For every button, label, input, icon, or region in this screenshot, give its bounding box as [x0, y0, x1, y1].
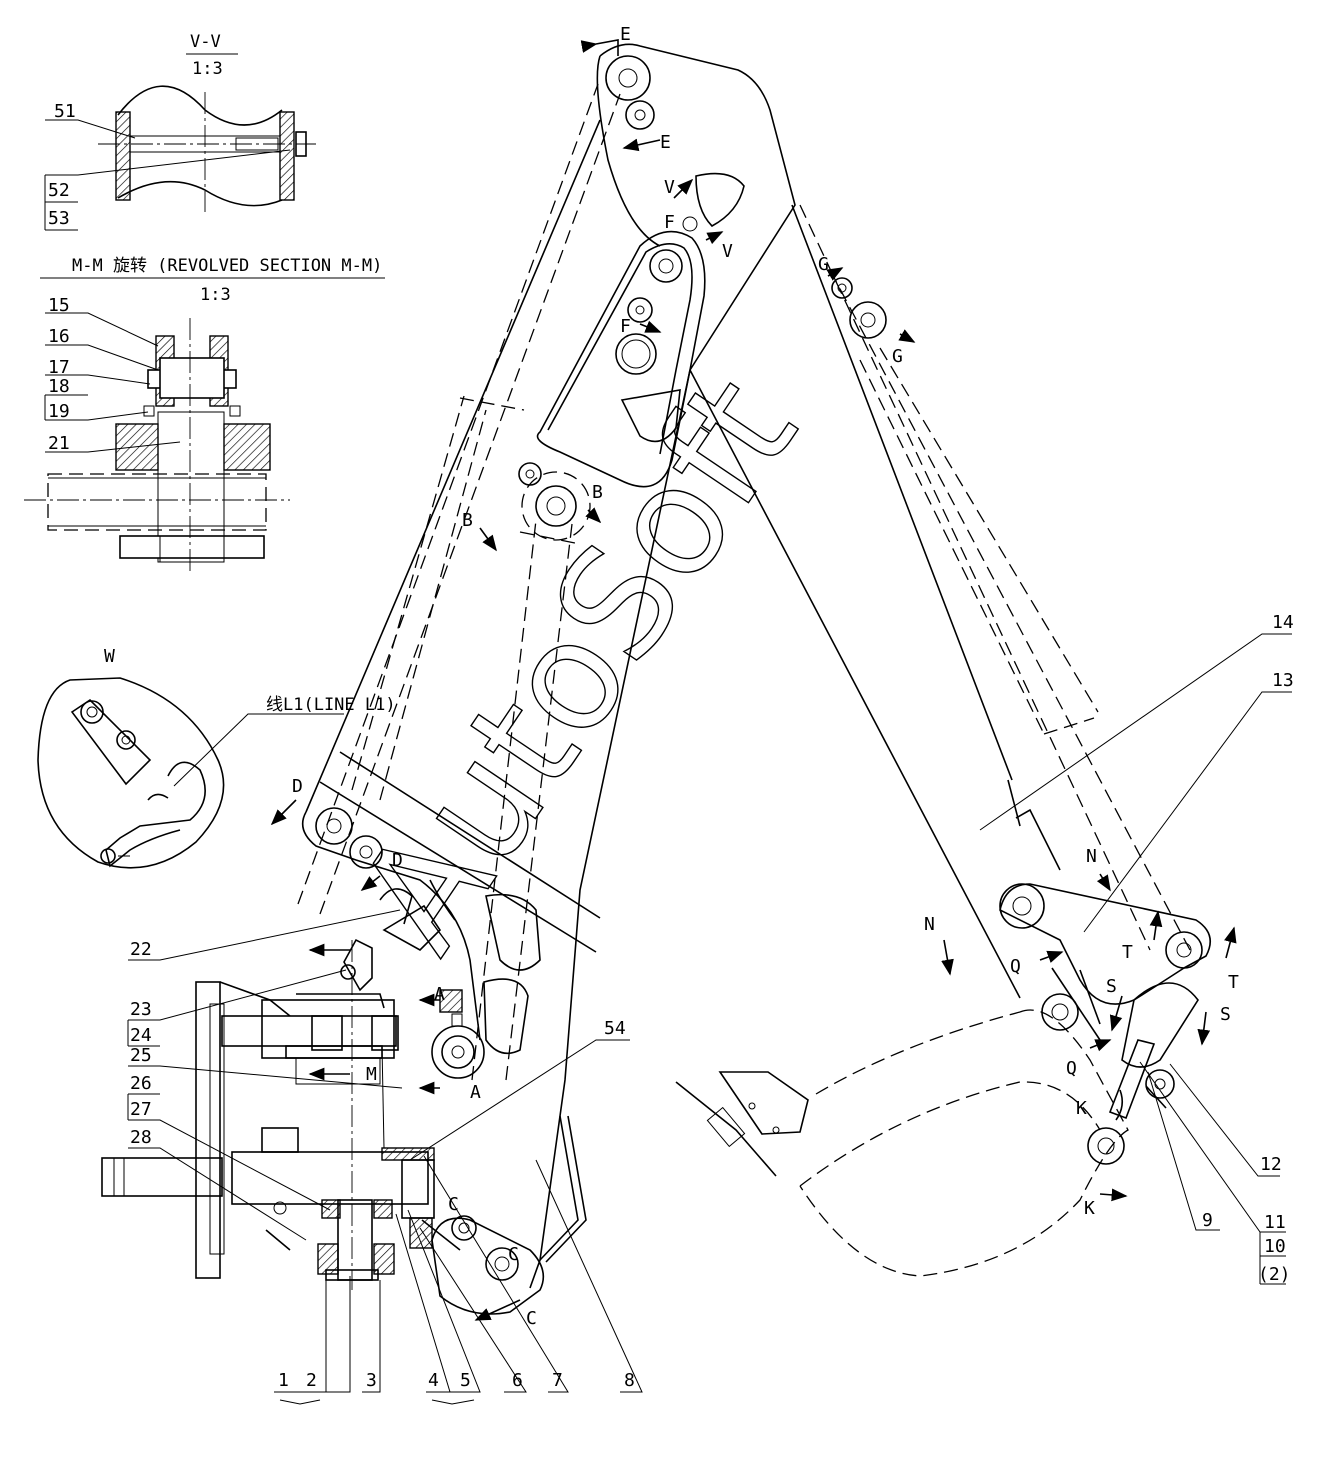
section-vv-title: V-V: [190, 32, 221, 52]
mark-b-right: B: [592, 482, 603, 503]
watermark: AutoSoft: [325, 348, 831, 981]
mark-s-left: S: [1106, 976, 1117, 997]
mark-e-top: E: [620, 24, 631, 45]
section-vv: V-V 1:3 51 52 53: [44, 32, 316, 231]
hydraulic-cylinders: [297, 83, 1191, 1081]
callout-17: 17: [48, 357, 70, 378]
section-mm-scale: 1:3: [200, 285, 231, 305]
callout-6: 6: [512, 1370, 523, 1391]
section-vv-scale: 1:3: [192, 59, 223, 79]
callout-14: 14: [1272, 612, 1294, 633]
mark-a-top: A: [434, 984, 445, 1005]
callout-12: 12: [1260, 1154, 1282, 1175]
mark-f-top: F: [664, 212, 675, 233]
callout-52: 52: [48, 180, 70, 201]
mark-t-right: T: [1228, 972, 1239, 993]
mark-q-top: Q: [1010, 956, 1021, 977]
callout-1: 1: [278, 1370, 289, 1391]
mark-k-top: K: [1076, 1098, 1087, 1119]
callout-4: 4: [428, 1370, 439, 1391]
mark-c-mid: C: [508, 1244, 519, 1265]
callout-3: 3: [366, 1370, 377, 1391]
watermark-text: AutoSoft: [326, 349, 831, 980]
mark-f-bottom: F: [620, 316, 631, 337]
mark-e-bottom: E: [660, 132, 671, 153]
mark-b-left: B: [462, 510, 473, 531]
callout-16: 16: [48, 326, 70, 347]
callout-15: 15: [48, 295, 70, 316]
callout-18: 18: [48, 376, 70, 397]
mark-d-bottom: D: [392, 850, 403, 871]
callout-2-paren: (2): [1258, 1264, 1291, 1285]
detail-w-title: W: [104, 646, 115, 667]
section-mm-title: M-M 旋转 (REVOLVED SECTION M-M): [72, 256, 382, 276]
detail-w: W 线L1(LINE L1): [37, 646, 396, 869]
callout-13: 13: [1272, 670, 1294, 691]
callout-27: 27: [130, 1099, 152, 1120]
swing-bracket: [101, 888, 587, 1290]
mark-a-bottom: A: [470, 1082, 481, 1103]
mark-c-bottom: C: [526, 1308, 537, 1329]
callout-7: 7: [552, 1370, 563, 1391]
mark-g-top: G: [818, 254, 829, 275]
bucket: [675, 1009, 1129, 1277]
mark-n-left: N: [924, 914, 935, 935]
callout-23: 23: [130, 999, 152, 1020]
bucket-arm: [689, 204, 1212, 1165]
mark-n-top: N: [1086, 846, 1097, 867]
callout-26: 26: [130, 1073, 152, 1094]
callout-9: 9: [1202, 1210, 1213, 1231]
mark-v-bottom: V: [722, 241, 733, 262]
callout-22: 22: [130, 939, 152, 960]
mark-d-top: D: [292, 776, 303, 797]
callout-28: 28: [130, 1127, 152, 1148]
callout-53: 53: [48, 208, 70, 229]
callout-51: 51: [54, 101, 76, 122]
callout-2: 2: [306, 1370, 317, 1391]
mark-k-bottom: K: [1084, 1198, 1095, 1219]
mark-s-right: S: [1220, 1004, 1231, 1025]
callouts: 22 23 24 25 26 27 28 54 14 13 12 9 11 10…: [127, 612, 1294, 1405]
mark-t-left: T: [1122, 942, 1133, 963]
mark-g-bottom: G: [892, 346, 903, 367]
section-mm: M-M 旋转 (REVOLVED SECTION M-M) 1:3 15 16 …: [24, 256, 385, 574]
callout-21: 21: [48, 433, 70, 454]
callout-11: 11: [1264, 1212, 1286, 1233]
mark-m: M: [366, 1064, 377, 1085]
line-l1-label: 线L1(LINE L1): [266, 695, 396, 715]
callout-8: 8: [624, 1370, 635, 1391]
callout-5: 5: [460, 1370, 471, 1391]
callout-10: 10: [1264, 1236, 1286, 1257]
callout-25: 25: [130, 1045, 152, 1066]
link-plate: [536, 216, 706, 488]
callout-54: 54: [604, 1018, 626, 1039]
mark-q-bottom: Q: [1066, 1058, 1077, 1079]
mark-v-top: V: [664, 177, 675, 198]
callout-24: 24: [130, 1025, 152, 1046]
callout-19: 19: [48, 401, 70, 422]
